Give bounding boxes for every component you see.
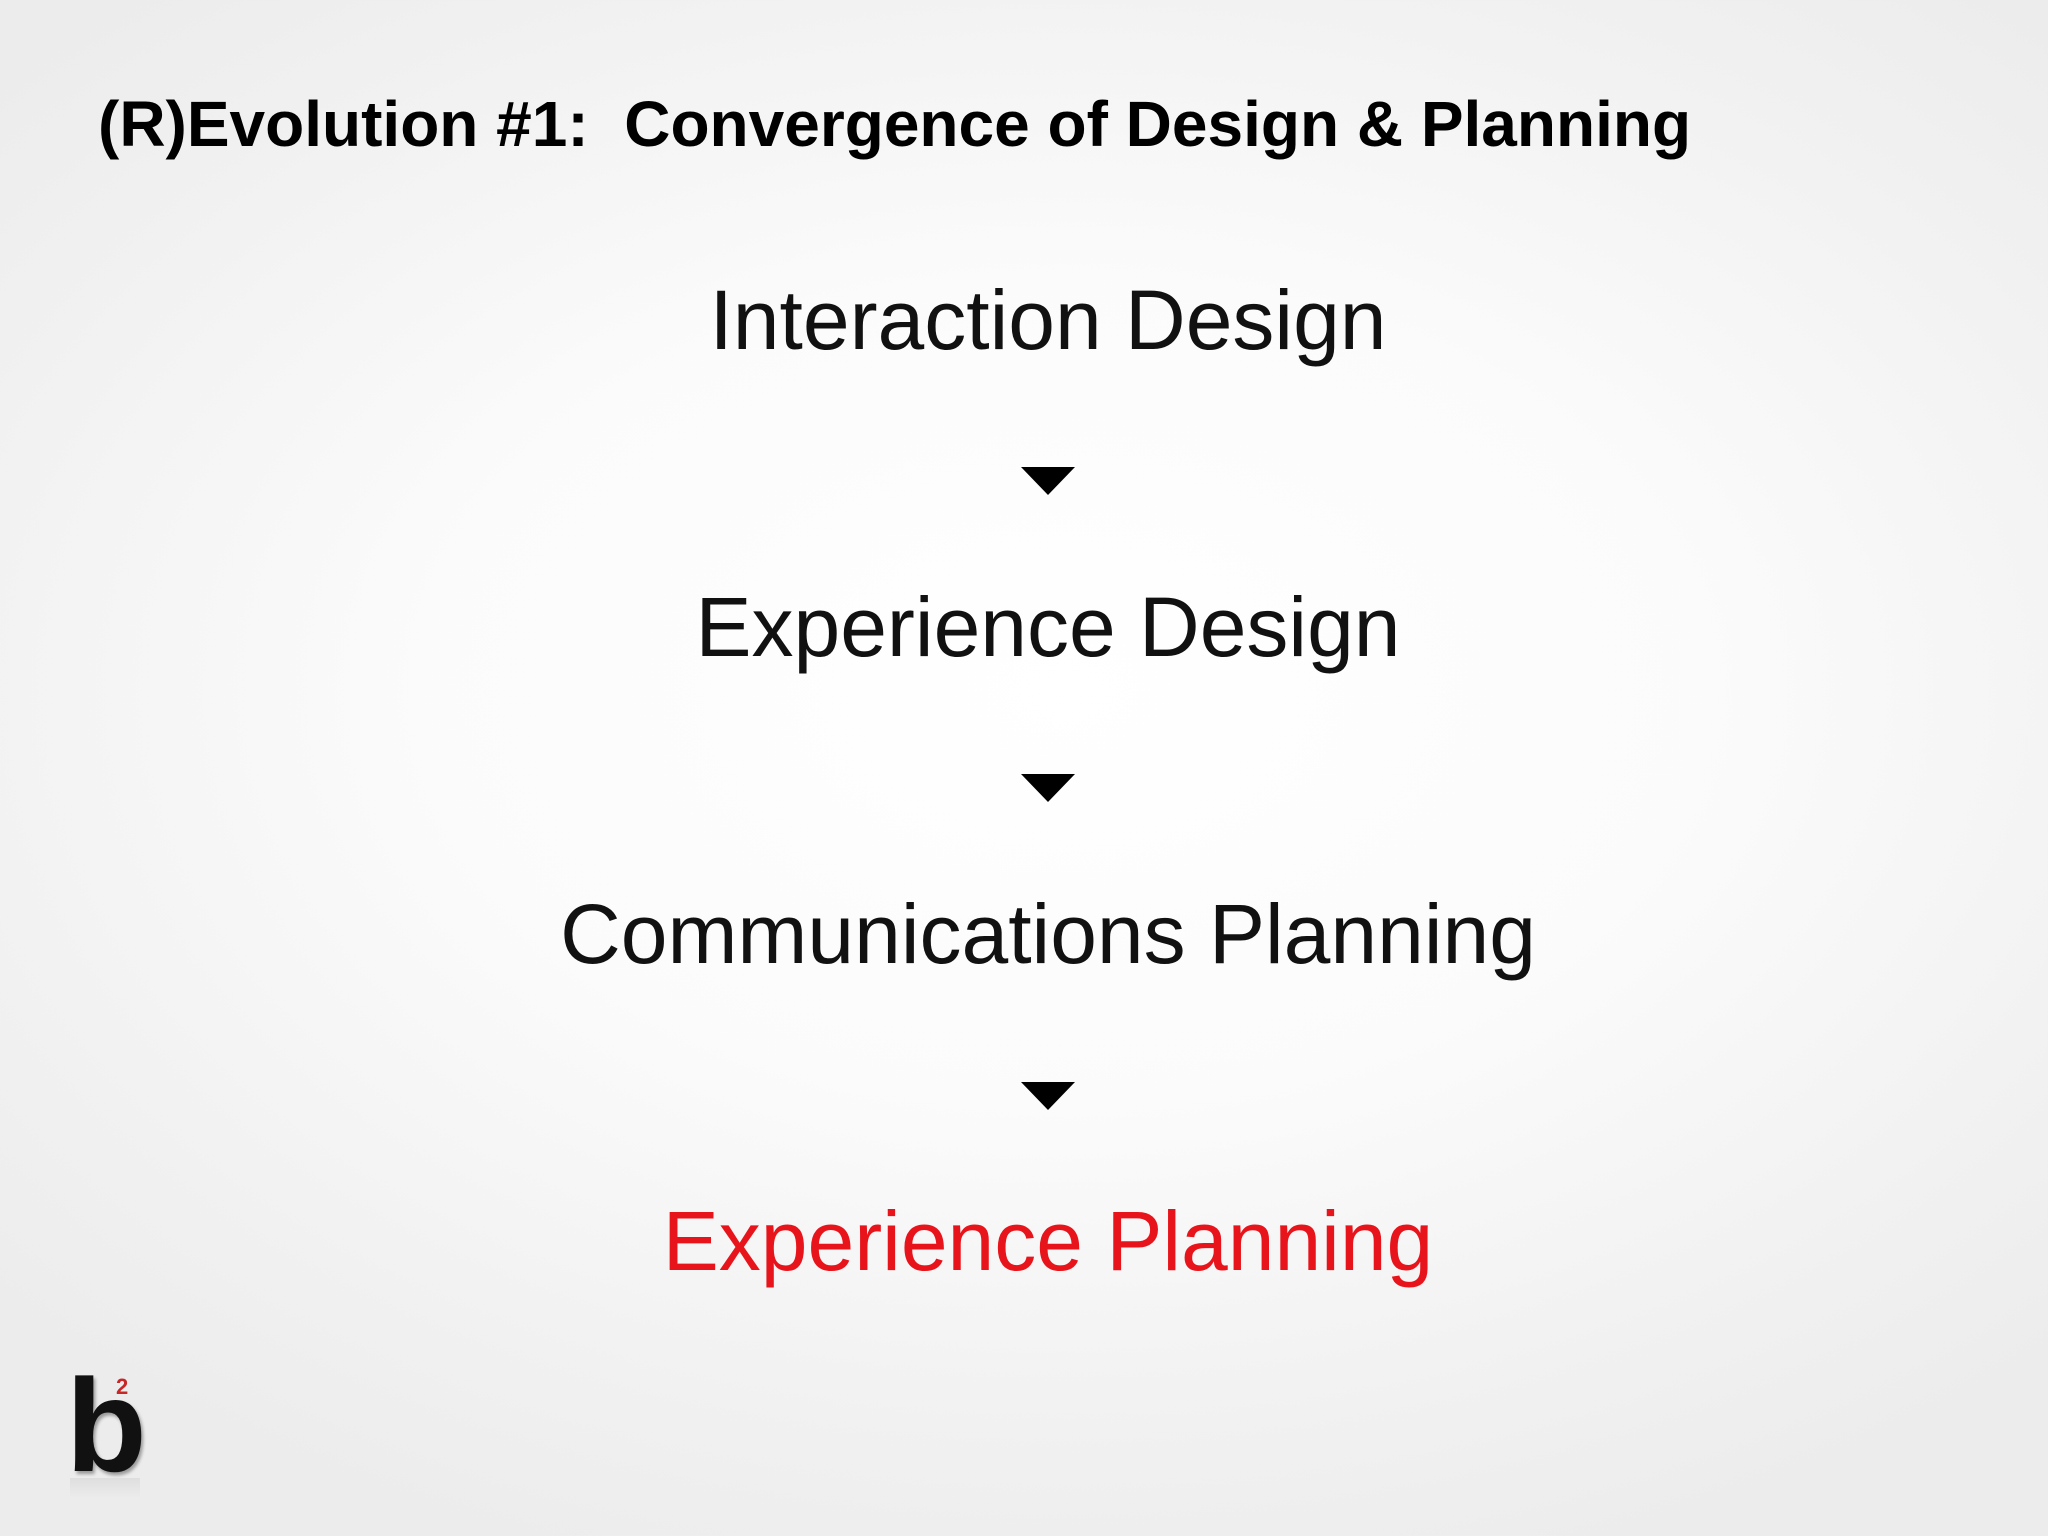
slide-title: (R)Evolution #1: Convergence of Design &… — [98, 88, 1692, 160]
step-experience-planning: Experience Planning — [662, 1194, 1434, 1288]
logo-superscript: 2 — [116, 1374, 129, 1399]
triangle-down-icon — [1021, 467, 1075, 495]
logo-letter: b — [66, 1352, 147, 1499]
logo-reflection — [70, 1478, 140, 1498]
step-communications-planning: Communications Planning — [560, 887, 1536, 981]
step-experience-design: Experience Design — [695, 580, 1401, 674]
triangle-down-icon — [1021, 1082, 1075, 1110]
b2-logo: b 2 — [66, 1360, 147, 1498]
step-interaction-design: Interaction Design — [709, 273, 1387, 367]
triangle-down-icon — [1021, 774, 1075, 802]
